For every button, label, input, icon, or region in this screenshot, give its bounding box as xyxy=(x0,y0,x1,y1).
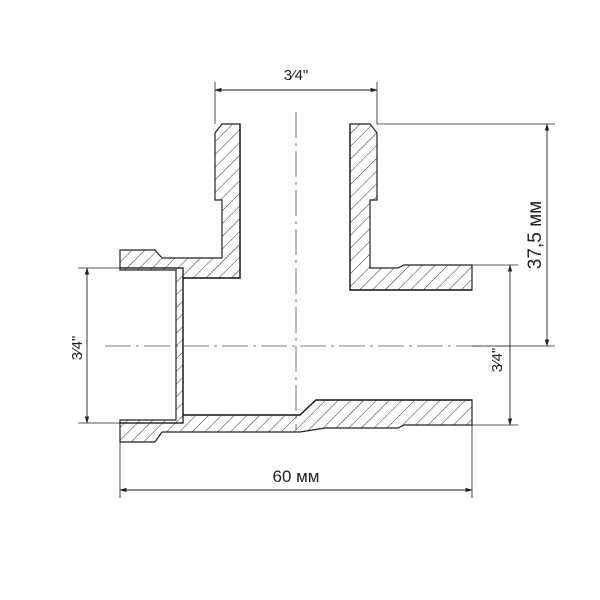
left-socket-wall xyxy=(119,267,184,424)
dimension-lines xyxy=(84,87,550,493)
height-label: 37,5 мм xyxy=(525,201,546,269)
top-thread-label: 3⁄4" xyxy=(284,67,309,84)
right-thread-label: 3⁄4" xyxy=(489,348,506,373)
left-thread-label: 3⁄4" xyxy=(69,336,86,361)
center-lines xyxy=(105,112,510,430)
bore-outline xyxy=(182,124,472,416)
width-label: 60 мм xyxy=(272,467,319,486)
upper-left-wall xyxy=(119,123,241,279)
upper-right-wall xyxy=(349,123,473,291)
